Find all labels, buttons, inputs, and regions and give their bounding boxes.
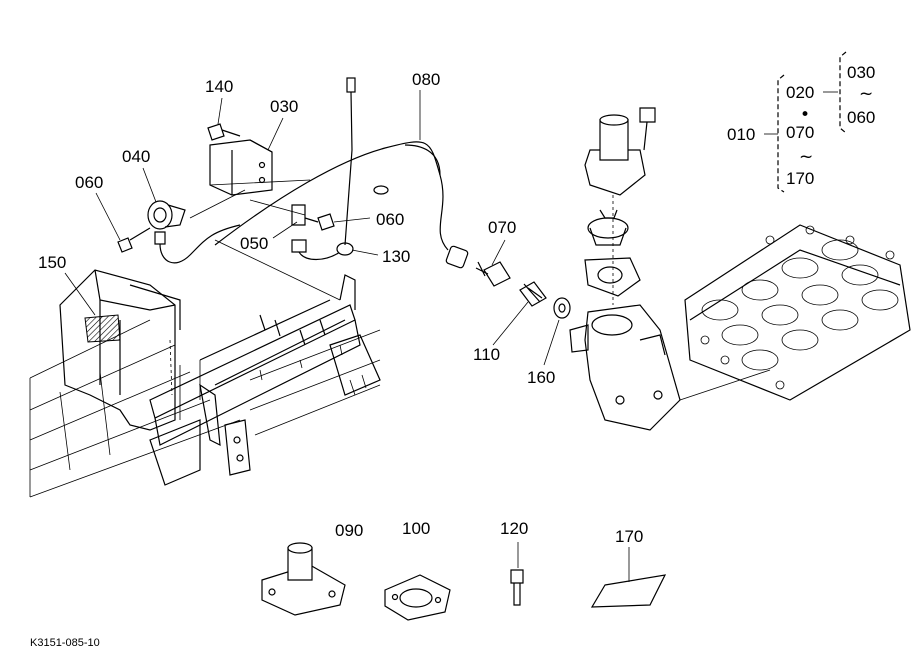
legend-dot: • bbox=[800, 105, 810, 125]
bolt-060-left bbox=[117, 237, 133, 253]
legend-020: 020 bbox=[786, 83, 814, 102]
label-140: 140 bbox=[205, 77, 233, 96]
temp-sender-070 bbox=[483, 261, 511, 287]
label-160: 160 bbox=[527, 368, 555, 387]
label-150: 150 bbox=[38, 253, 66, 272]
legend-060: 060 bbox=[847, 108, 875, 127]
label-030: 030 bbox=[270, 97, 298, 116]
engine-block bbox=[684, 224, 911, 401]
label-170: 170 bbox=[615, 527, 643, 546]
wire-connector bbox=[445, 245, 469, 269]
label-100: 100 bbox=[402, 519, 430, 538]
sensor-unit bbox=[291, 204, 306, 226]
gasket-100 bbox=[384, 574, 451, 621]
tractor-frame bbox=[29, 239, 381, 498]
thermostat-stack bbox=[569, 107, 771, 431]
thermostat-housing bbox=[584, 304, 681, 431]
legend-170: 170 bbox=[786, 169, 814, 188]
washer-160 bbox=[553, 297, 571, 319]
label-060-right: 060 bbox=[376, 210, 404, 229]
label-130: 130 bbox=[382, 247, 410, 266]
terminal-cap bbox=[346, 77, 356, 93]
hatched-panel bbox=[84, 314, 121, 343]
label-070: 070 bbox=[488, 218, 516, 237]
label-050: 050 bbox=[240, 234, 268, 253]
loose-parts bbox=[261, 542, 667, 621]
horn-switch bbox=[147, 200, 173, 230]
legend-030: 030 bbox=[847, 63, 875, 82]
bolt-140 bbox=[207, 123, 225, 141]
legend-010: 010 bbox=[727, 125, 755, 144]
bolt-060-right bbox=[317, 213, 335, 231]
legend-tilde-2: ~ bbox=[859, 84, 873, 104]
label-sheet-170 bbox=[590, 574, 667, 608]
legend-070: 070 bbox=[786, 123, 814, 142]
thermostat-cover bbox=[584, 149, 646, 196]
label-080: 080 bbox=[412, 70, 440, 89]
label-120: 120 bbox=[500, 519, 528, 538]
thermostat-valve bbox=[587, 217, 629, 239]
label-060-left: 060 bbox=[75, 173, 103, 192]
diagram-code: K3151-085-10 bbox=[30, 637, 100, 649]
gasket-part bbox=[584, 257, 641, 297]
label-040: 040 bbox=[122, 147, 150, 166]
callout-labels: 140 030 080 040 060 060 050 130 150 070 … bbox=[38, 70, 643, 546]
group-legend: 010 020 • 070 ~ 170 030 ~ 060 bbox=[727, 51, 875, 193]
label-110: 110 bbox=[473, 345, 500, 364]
bracket-assembly bbox=[117, 77, 389, 264]
legend-tilde-1: ~ bbox=[799, 147, 813, 167]
bolt-120 bbox=[510, 569, 524, 584]
wire-harness-080 bbox=[214, 141, 469, 269]
sender-parts bbox=[475, 261, 571, 319]
leader-lines bbox=[64, 90, 630, 582]
label-090: 090 bbox=[335, 521, 363, 540]
